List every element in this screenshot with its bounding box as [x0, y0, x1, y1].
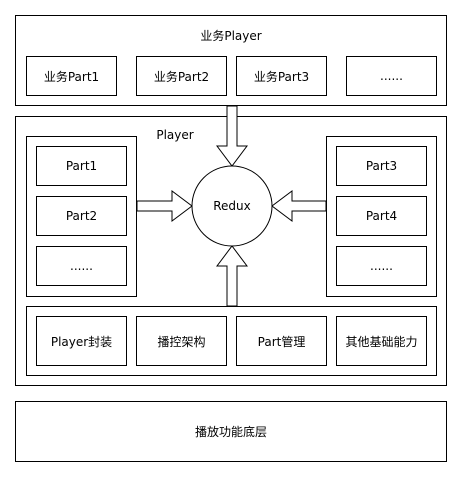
part-2: Part2 [36, 196, 127, 236]
part-3: Part3 [336, 146, 427, 186]
part-4: Part4 [336, 196, 427, 236]
left-part-more: ...... [36, 246, 127, 286]
redux-node [191, 165, 273, 247]
business-player-title: 业务Player [200, 28, 262, 43]
part-1: Part1 [36, 146, 127, 186]
business-part-more: ...... [346, 56, 437, 96]
business-part-2: 业务Part2 [136, 56, 227, 96]
arrow-up-icon [216, 245, 248, 307]
business-part-3: 业务Part3 [236, 56, 327, 96]
module-player-wrapper: Player封装 [36, 316, 127, 366]
arrow-right-icon [136, 190, 193, 222]
arrow-down-icon [216, 105, 248, 167]
player-title: Player [156, 128, 194, 142]
playback-base-layer: 播放功能底层 [15, 401, 447, 462]
module-other-base-capabilities: 其他基础能力 [336, 316, 427, 366]
module-playback-control: 播控架构 [136, 316, 227, 366]
arrow-left-icon [271, 190, 327, 222]
business-part-1: 业务Part1 [26, 56, 117, 96]
redux-label: Redux [213, 199, 251, 213]
module-part-management: Part管理 [236, 316, 327, 366]
right-part-more: ...... [336, 246, 427, 286]
